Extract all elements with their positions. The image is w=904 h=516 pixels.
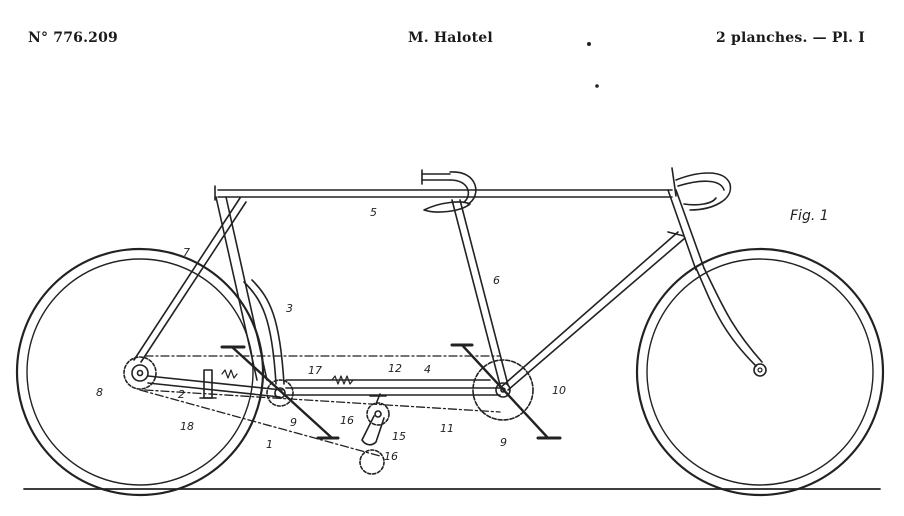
ref-9-rear: 9: [290, 416, 297, 429]
intermediate-lever: [359, 393, 390, 475]
curved-tube: [243, 281, 277, 385]
seat-stay: [133, 197, 247, 363]
ref-12: 12: [388, 362, 402, 375]
ref-5: 5: [370, 206, 377, 219]
patent-number: N° 776.209: [28, 30, 118, 46]
reference-labels: 7 5 3 6 8 2 18 1 9 17 12 4 16 15 16 11 9…: [96, 206, 829, 463]
rear-crank: [220, 345, 340, 440]
rear-hub: [123, 356, 157, 390]
lower-frame-tubes: [147, 375, 501, 398]
ref-16-lower: 16: [384, 450, 398, 463]
ref-11: 11: [440, 422, 454, 435]
ref-6: 6: [493, 274, 500, 287]
ref-7: 4: [424, 363, 431, 376]
top-tube: [214, 185, 673, 201]
figure-label: Fig. 1: [790, 208, 829, 224]
ref-18: 18: [180, 420, 194, 433]
ref-2: 2: [178, 388, 185, 401]
spring-rear: [221, 369, 238, 379]
ref-9-front: 9: [500, 436, 507, 449]
middle-seat-tube: [423, 199, 509, 386]
ref-8: 8: [96, 386, 103, 399]
front-wheel: [635, 247, 885, 497]
head-tube-fork: [667, 189, 763, 367]
plate-label: 2 planches. — Pl. I: [716, 30, 866, 46]
ref-15: 15: [392, 430, 406, 443]
middle-handlebar: [421, 169, 477, 205]
inventor-name: M. Halotel: [408, 30, 493, 46]
ref-3: 3: [286, 302, 293, 315]
down-tube: [499, 231, 686, 391]
ref-17: 17: [308, 364, 322, 377]
spring: [331, 375, 354, 385]
ref-4: 7: [183, 246, 190, 259]
ref-1: 1: [266, 438, 273, 451]
ref-16-upper: 16: [340, 414, 354, 427]
rear-bracket: [199, 369, 217, 399]
front-crank: [450, 343, 562, 440]
rear-seat-tube: [215, 196, 268, 381]
front-handlebar: [671, 167, 732, 211]
rear-wheel: [15, 247, 265, 497]
ref-10: 10: [552, 384, 566, 397]
